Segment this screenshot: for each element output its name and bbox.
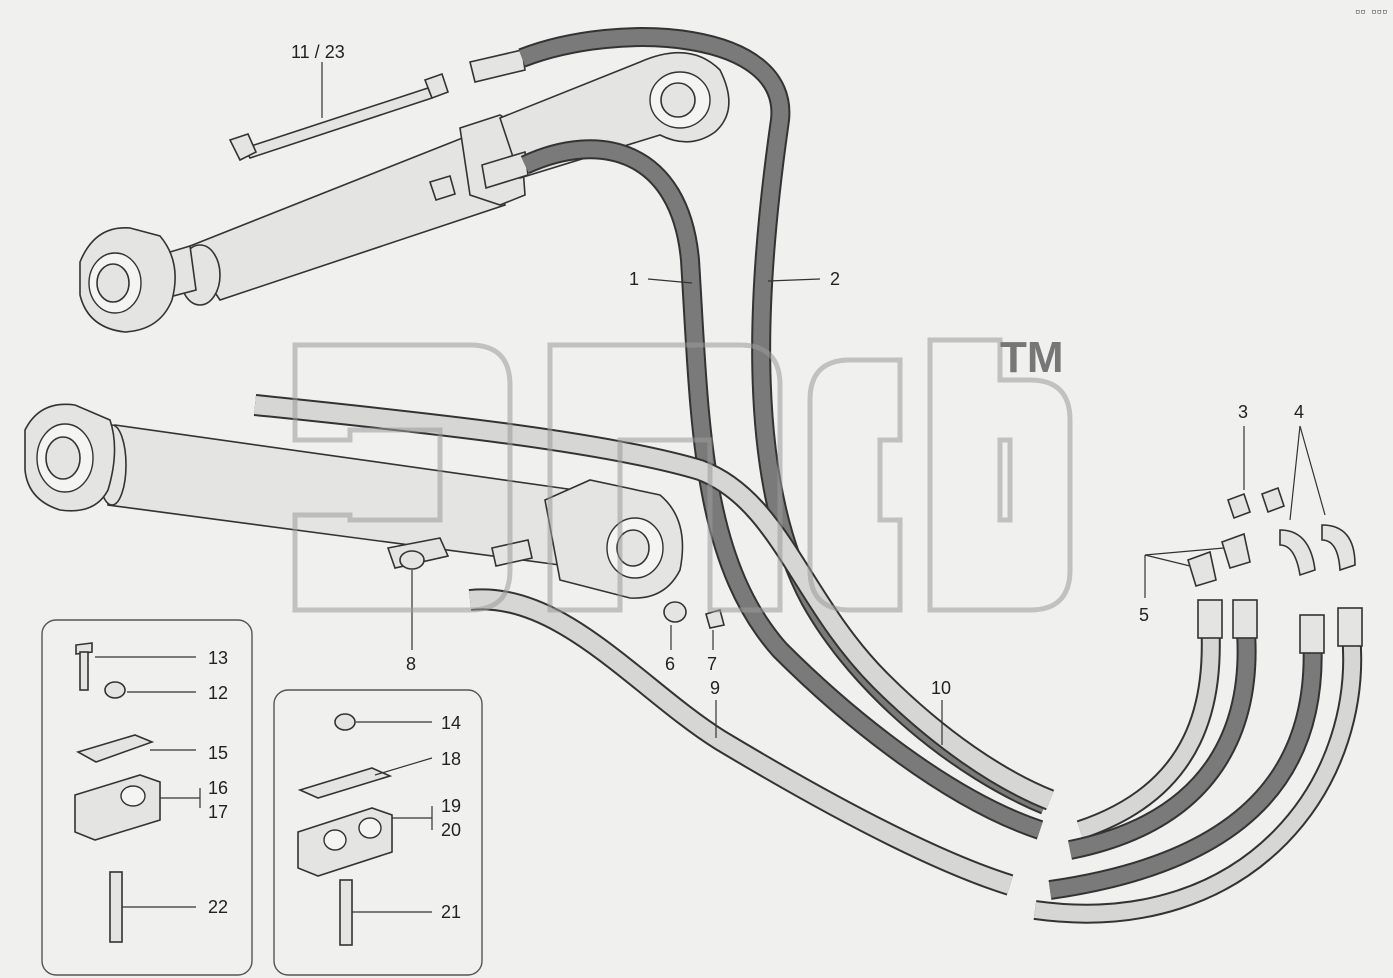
callout-5: 5 — [1139, 605, 1149, 625]
fittings-4 — [1279, 425, 1356, 577]
fittings-5 — [1144, 532, 1251, 598]
callout-2: 2 — [830, 269, 840, 289]
callout-4: 4 — [1294, 402, 1304, 422]
right-hoses — [1033, 599, 1363, 924]
callout-20: 20 — [441, 820, 461, 840]
callout-17: 17 — [208, 802, 228, 822]
callout-3: 3 — [1238, 402, 1248, 422]
callout-11-23: 11 / 23 — [291, 42, 345, 62]
lower-cylinder — [24, 403, 684, 599]
callout-18: 18 — [441, 749, 461, 769]
callout-15: 15 — [208, 743, 228, 763]
hose-9 — [468, 588, 1014, 896]
fitting-6 — [663, 601, 687, 650]
fitting-8 — [386, 537, 450, 650]
upper-fittings — [428, 49, 529, 201]
callout-12: 12 — [208, 683, 228, 703]
callout-labels: 11 / 23 1 2 3 4 5 6 7 8 9 10 12 13 14 15… — [208, 42, 1304, 922]
callout-leaders — [647, 278, 943, 745]
callout-6: 6 — [665, 654, 675, 674]
corner-mark: ▫▫ ▫▫▫ — [1355, 7, 1388, 17]
callout-8: 8 — [406, 654, 416, 674]
callout-7: 7 — [707, 654, 717, 674]
callout-22: 22 — [208, 897, 228, 917]
callout-10: 10 — [931, 678, 951, 698]
fitting-7 — [705, 609, 725, 650]
callout-19: 19 — [441, 796, 461, 816]
hose-10 — [253, 394, 1055, 811]
bolt-11-23 — [228, 62, 450, 162]
callout-16: 16 — [208, 778, 228, 798]
callout-14: 14 — [441, 713, 461, 733]
callout-9: 9 — [710, 678, 720, 698]
inset-clamp-left — [41, 619, 253, 976]
callout-1: 1 — [629, 269, 639, 289]
upper-cylinder — [79, 51, 730, 333]
inset-clamp-middle — [273, 689, 483, 976]
watermark-logo: TM — [292, 333, 1073, 613]
watermark-trademark: TM — [1000, 333, 1064, 382]
callout-13: 13 — [208, 648, 228, 668]
callout-21: 21 — [441, 902, 461, 922]
fittings-3 — [1226, 426, 1286, 520]
